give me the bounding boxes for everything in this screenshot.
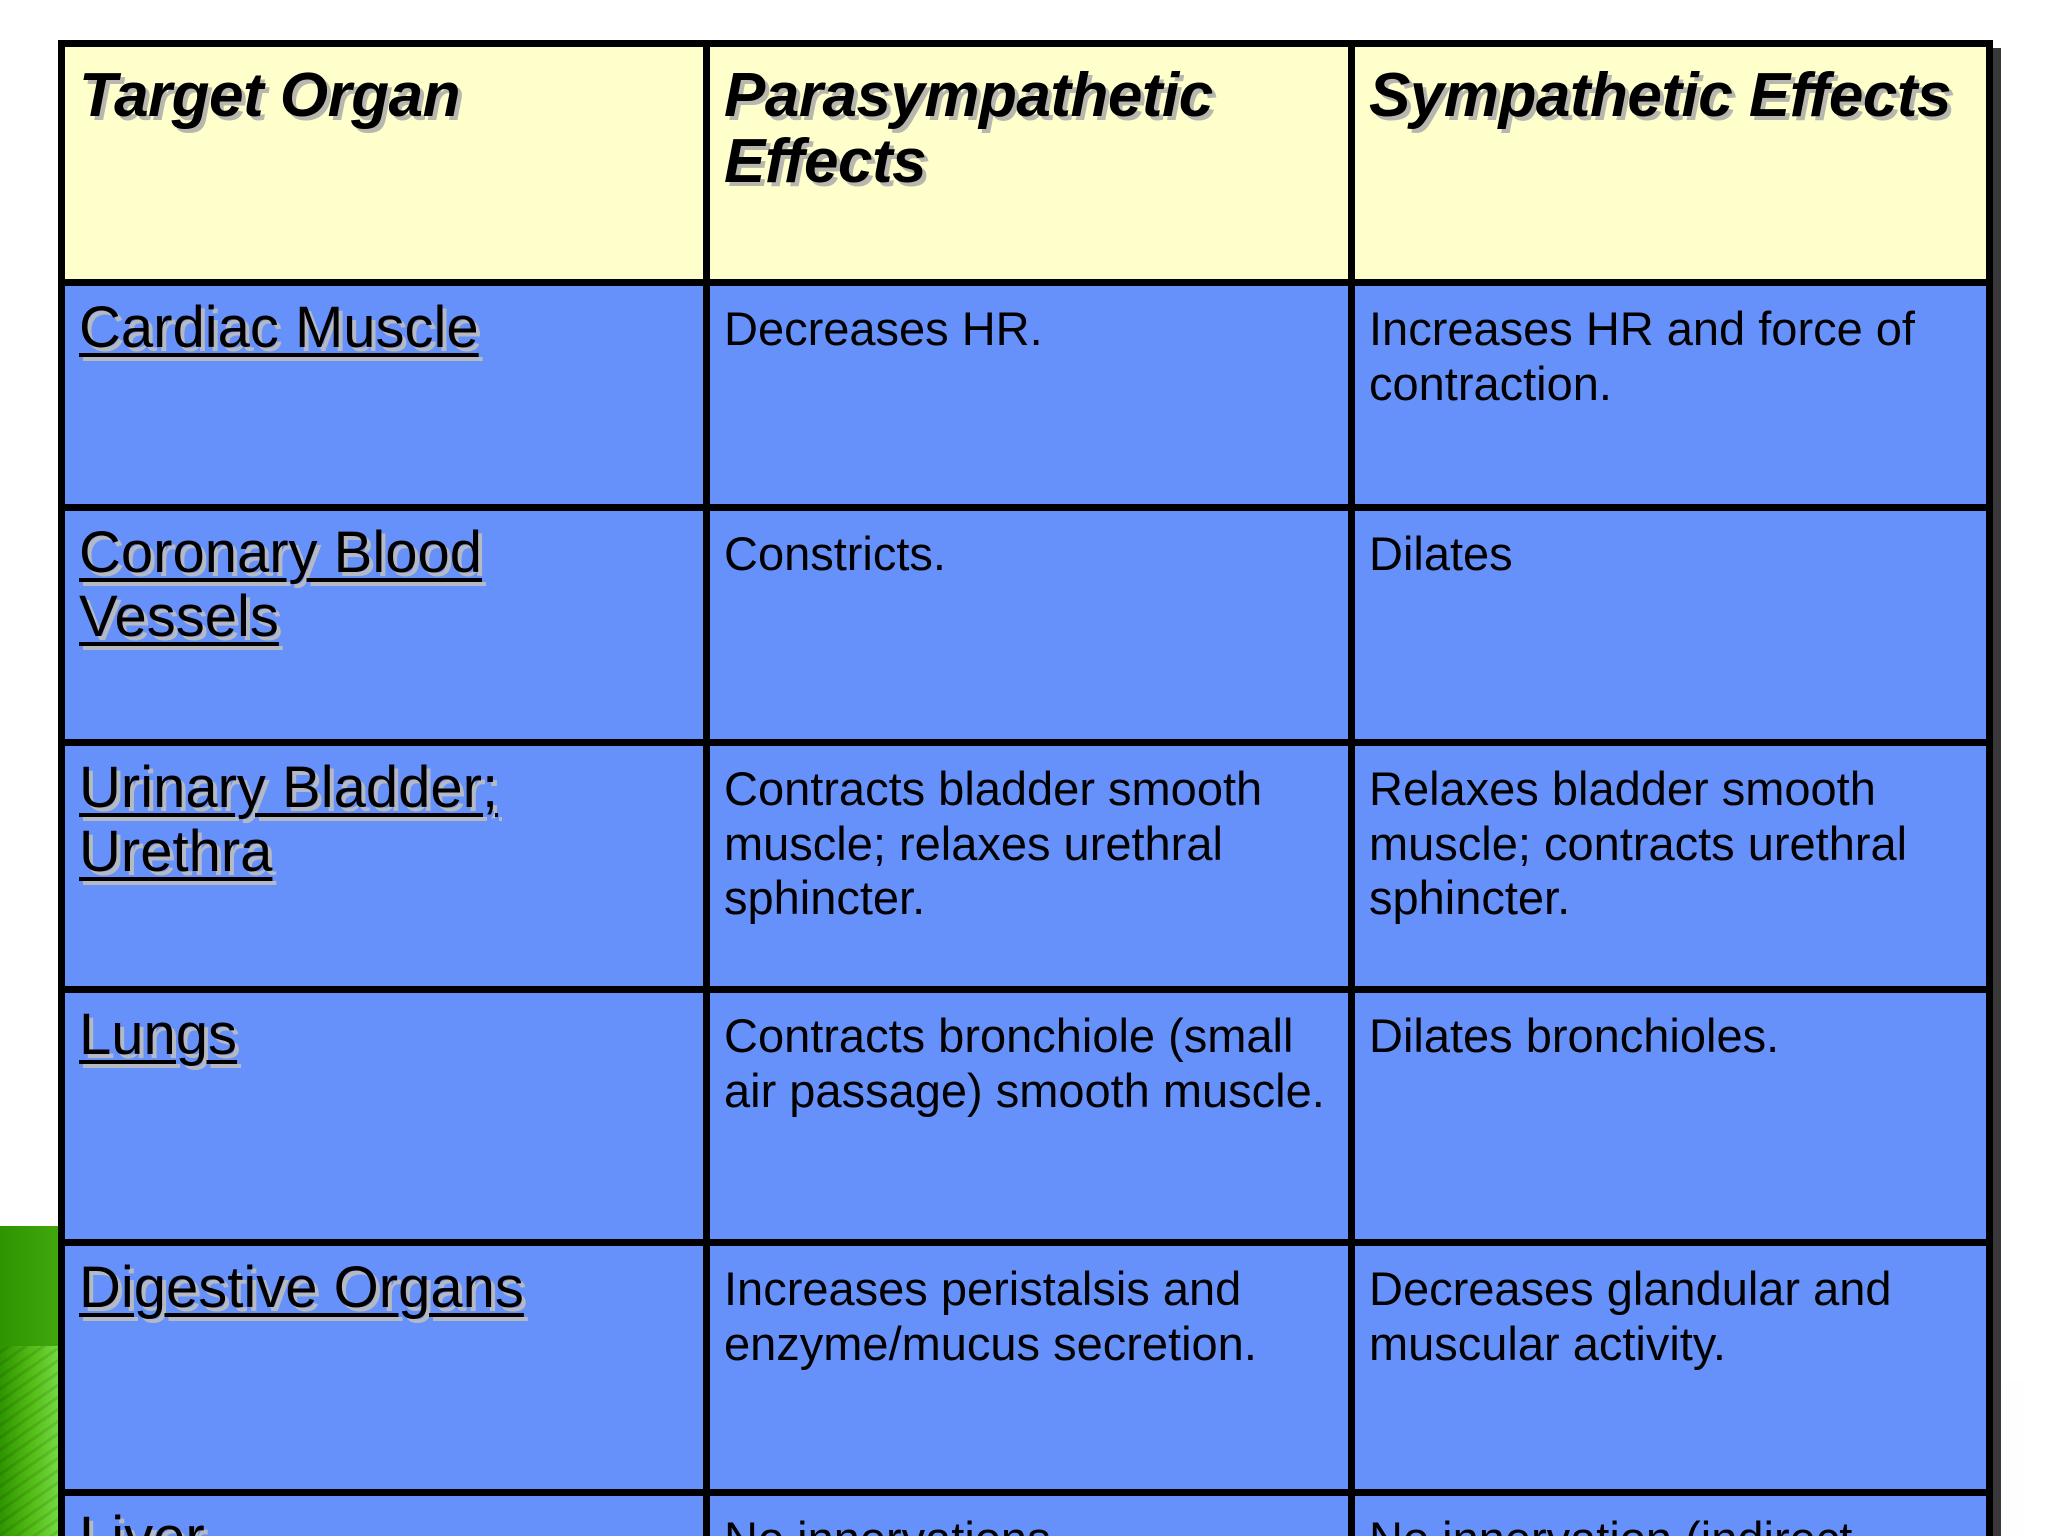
cell-parasympathetic: Contracts bronchiole (small air passage)… [703, 986, 1355, 1246]
cell-parasympathetic: Increases peristalsis and enzyme/mucus s… [703, 1239, 1355, 1496]
parasympathetic-effect: Constricts. [724, 527, 946, 580]
organ-label: Liver [79, 1505, 205, 1536]
table-row: Cardiac Muscle Decreases HR. Increases H… [58, 279, 1993, 511]
cell-sympathetic: Dilates [1348, 504, 1993, 746]
table-row: Lungs Contracts bronchiole (small air pa… [58, 986, 1993, 1246]
organ-label: Coronary Blood Vessels [79, 520, 482, 649]
table-header: Target Organ Parasympathetic Effects Sym… [58, 40, 1993, 286]
organ-label: Lungs [79, 1002, 238, 1067]
organ-label: Cardiac Muscle [79, 295, 479, 360]
cell-sympathetic: Dilates bronchioles. [1348, 986, 1993, 1246]
autonomic-effects-table-wrapper: Target Organ Parasympathetic Effects Sym… [58, 40, 1993, 1536]
parasympathetic-effect: Contracts bronchiole (small air passage)… [724, 1009, 1325, 1117]
cell-sympathetic: Decreases glandular and muscular activit… [1348, 1239, 1993, 1496]
sympathetic-effect: Increases HR and force of contraction. [1369, 302, 1915, 410]
parasympathetic-effect: Decreases HR. [724, 302, 1043, 355]
cell-sympathetic: Increases HR and force of contraction. [1348, 279, 1993, 511]
organ-label: Digestive Organs [79, 1255, 524, 1320]
cell-sympathetic: Relaxes bladder smooth muscle; contracts… [1348, 739, 1993, 993]
cell-organ: Lungs [58, 986, 710, 1246]
column-header-target-organ: Target Organ [58, 40, 710, 286]
cell-parasympathetic: No innervations [703, 1489, 1355, 1536]
cell-organ: Digestive Organs [58, 1239, 710, 1496]
organ-label: Urinary Bladder; Urethra [79, 755, 499, 884]
table-row: Coronary Blood Vessels Constricts. Dilat… [58, 504, 1993, 746]
cell-parasympathetic: Constricts. [703, 504, 1355, 746]
sympathetic-effect: Relaxes bladder smooth muscle; contracts… [1369, 762, 1908, 925]
cell-organ: Coronary Blood Vessels [58, 504, 710, 746]
table-row: Digestive Organs Increases peristalsis a… [58, 1239, 1993, 1496]
sympathetic-effect: Decreases glandular and muscular activit… [1369, 1262, 1892, 1370]
column-header-sympathetic-label: Sympathetic Effects [1369, 61, 1952, 130]
table-row: Urinary Bladder; Urethra Contracts bladd… [58, 739, 1993, 993]
header-row: Target Organ Parasympathetic Effects Sym… [58, 40, 1993, 286]
sympathetic-effect: No innervation (indirect effect). [1369, 1506, 1972, 1536]
cell-organ: Cardiac Muscle [58, 279, 710, 511]
cell-parasympathetic: Contracts bladder smooth muscle; relaxes… [703, 739, 1355, 993]
column-header-parasympathetic-label: Parasympathetic Effects [724, 61, 1213, 196]
column-header-sympathetic: Sympathetic Effects [1348, 40, 1993, 286]
cell-parasympathetic: Decreases HR. [703, 279, 1355, 511]
cell-sympathetic: No innervation (indirect effect). [1348, 1489, 1993, 1536]
parasympathetic-effect: No innervations [724, 1506, 1334, 1536]
cell-organ: Urinary Bladder; Urethra [58, 739, 710, 993]
autonomic-effects-table: Target Organ Parasympathetic Effects Sym… [58, 40, 1993, 1536]
table-row: Liver No innervations No innervation (in… [58, 1489, 1993, 1536]
column-header-target-organ-label: Target Organ [79, 61, 461, 130]
column-header-parasympathetic: Parasympathetic Effects [703, 40, 1355, 286]
sympathetic-effect: Dilates [1369, 527, 1513, 580]
table-body: Cardiac Muscle Decreases HR. Increases H… [58, 279, 1993, 1536]
parasympathetic-effect: Increases peristalsis and enzyme/mucus s… [724, 1262, 1257, 1370]
cell-organ: Liver [58, 1489, 710, 1536]
sympathetic-effect: Dilates bronchioles. [1369, 1009, 1780, 1062]
parasympathetic-effect: Contracts bladder smooth muscle; relaxes… [724, 762, 1263, 925]
